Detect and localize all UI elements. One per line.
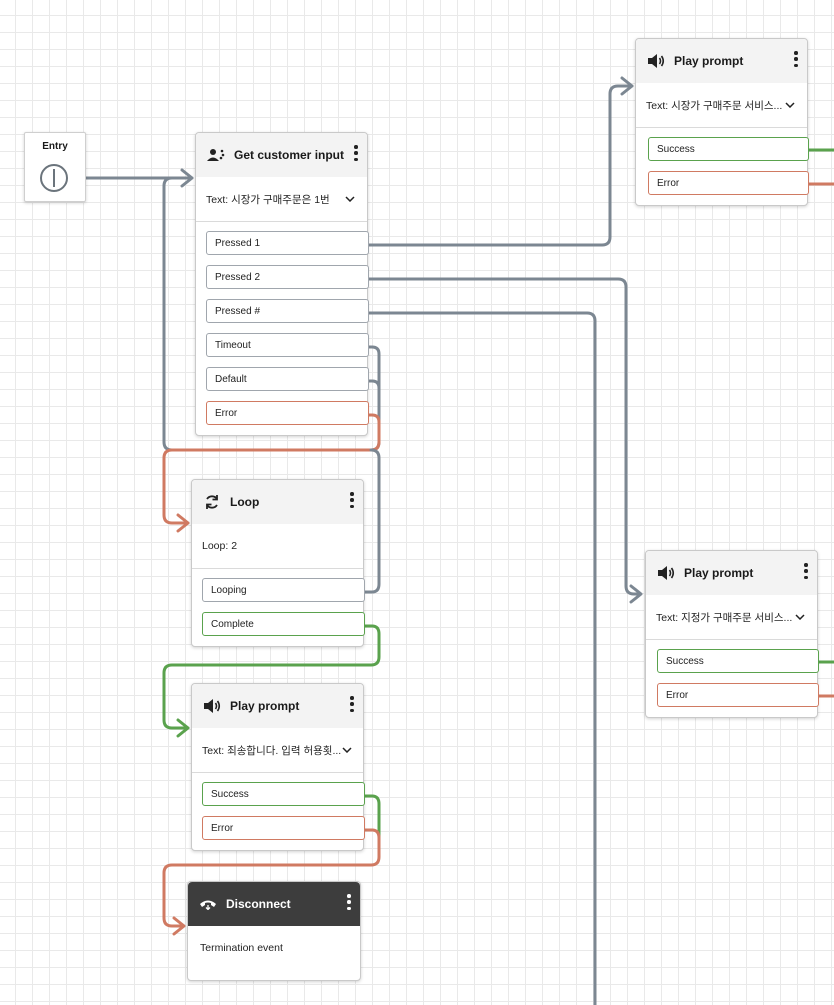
branch-error[interactable]: Error (206, 401, 369, 425)
prompt-text: Text: 죄송합니다. 입력 허용횟... (202, 744, 342, 757)
speaker-icon (656, 563, 676, 583)
divider (196, 221, 367, 222)
prompt-text: Text: 시장가 구매주문은 1번 (206, 193, 330, 206)
block-header: Play prompt (636, 39, 807, 83)
branch-error[interactable]: Error (657, 683, 819, 707)
more-menu-icon[interactable] (803, 561, 809, 581)
block-title: Get customer input (234, 148, 345, 162)
branch-success[interactable]: Success (657, 649, 819, 673)
wire-pressed1-to-play-prompt-top (366, 76, 634, 247)
block-text-row[interactable]: Text: 지정가 구매주문 서비스... (646, 595, 817, 639)
block-header: Get customer input (196, 133, 367, 177)
block-header: Loop (192, 480, 363, 524)
block-title: Play prompt (230, 699, 300, 713)
termination-text: Termination event (200, 942, 283, 954)
more-menu-icon[interactable] (353, 143, 359, 163)
wire-pressed2-to-play-prompt-right (366, 277, 643, 604)
block-title: Play prompt (674, 54, 744, 68)
entry-node[interactable]: Entry (24, 132, 86, 202)
chevron-down-icon[interactable] (341, 743, 353, 757)
loop-count-text: Loop: 2 (202, 540, 238, 552)
play-prompt-block-sorry[interactable]: Play prompt Text: 죄송합니다. 입력 허용횟... Succe… (191, 683, 365, 851)
branch-pressed-1[interactable]: Pressed 1 (206, 231, 369, 255)
branch-success[interactable]: Success (648, 137, 809, 161)
block-header: Disconnect (188, 882, 360, 926)
branch-success[interactable]: Success (202, 782, 365, 806)
customer-input-icon (206, 145, 226, 165)
prompt-text: Text: 시장가 구매주문 서비스... (646, 99, 783, 112)
block-text-row[interactable]: Text: 죄송합니다. 입력 허용횟... (192, 728, 363, 772)
play-prompt-block-right[interactable]: Play prompt Text: 지정가 구매주문 서비스... Succes… (645, 550, 819, 718)
entry-port-icon[interactable] (39, 163, 69, 193)
chevron-down-icon[interactable] (343, 192, 357, 206)
get-customer-input-block[interactable]: Get customer input Text: 시장가 구매주문은 1번 Pr… (195, 132, 369, 436)
block-title: Disconnect (226, 897, 291, 911)
speaker-icon (646, 51, 666, 71)
entry-label: Entry (42, 141, 68, 152)
chevron-down-icon[interactable] (783, 98, 797, 112)
play-prompt-block-top[interactable]: Play prompt Text: 시장가 구매주문 서비스... Succes… (635, 38, 809, 206)
more-menu-icon[interactable] (349, 694, 355, 714)
branch-error[interactable]: Error (202, 816, 365, 840)
speaker-icon (202, 696, 222, 716)
block-title: Loop (230, 495, 260, 509)
loop-block[interactable]: Loop Loop: 2 Looping Complete (191, 479, 365, 647)
branch-error[interactable]: Error (648, 171, 809, 195)
divider (192, 772, 363, 773)
branch-default[interactable]: Default (206, 367, 369, 391)
more-menu-icon[interactable] (346, 892, 352, 912)
branch-looping[interactable]: Looping (202, 578, 365, 602)
divider (636, 127, 807, 128)
chevron-down-icon[interactable] (793, 610, 807, 624)
block-text-row: Loop: 2 (192, 524, 363, 568)
block-text-row: Termination event (188, 926, 360, 970)
branch-complete[interactable]: Complete (202, 612, 365, 636)
block-header: Play prompt (646, 551, 817, 595)
wire-default-to-loop (366, 379, 381, 390)
divider (192, 568, 363, 569)
more-menu-icon[interactable] (349, 490, 355, 510)
loop-icon (202, 492, 222, 512)
hang-up-icon (198, 894, 218, 914)
prompt-text: Text: 지정가 구매주문 서비스... (656, 611, 793, 624)
wire-sorry-success-to-disconnect (362, 794, 381, 858)
wire-looping-back (362, 448, 381, 594)
divider (646, 639, 817, 640)
block-text-row[interactable]: Text: 시장가 구매주문은 1번 (196, 177, 367, 221)
more-menu-icon[interactable] (793, 49, 799, 69)
wire-pressed-hash-offscreen (366, 311, 597, 1005)
block-header: Play prompt (192, 684, 363, 728)
branch-timeout[interactable]: Timeout (206, 333, 369, 357)
branch-pressed-2[interactable]: Pressed 2 (206, 265, 369, 289)
branch-pressed-hash[interactable]: Pressed # (206, 299, 369, 323)
block-text-row[interactable]: Text: 시장가 구매주문 서비스... (636, 83, 807, 127)
block-title: Play prompt (684, 566, 754, 580)
disconnect-block[interactable]: Disconnect Termination event (187, 881, 361, 981)
